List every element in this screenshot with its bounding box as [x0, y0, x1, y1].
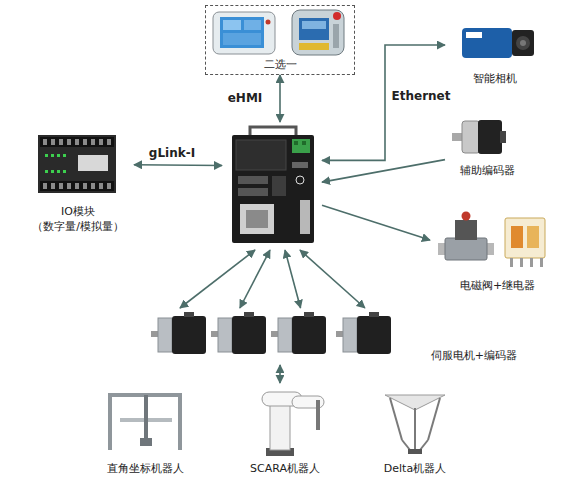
node-caption: 智能相机	[473, 72, 517, 86]
io-module: IO模块（数字量/模拟量）	[22, 128, 134, 236]
robot-unit: 直角坐标机器人	[95, 383, 195, 478]
connector-arrow	[134, 164, 222, 166]
connector-arrow	[322, 160, 445, 183]
camera-picture	[462, 28, 534, 58]
node-caption: （数字量/模拟量）	[32, 220, 124, 234]
valve-relay-unit: 电磁阀+继电器	[430, 205, 565, 295]
io-module-picture	[38, 135, 116, 193]
pendant-group: 二选一	[205, 5, 355, 75]
connector-arrow	[240, 250, 270, 308]
node-caption: 直角坐标机器人	[107, 462, 184, 476]
servo-motor-pictures	[151, 312, 391, 354]
connector-arrow	[285, 250, 301, 308]
encoder-picture	[452, 120, 506, 154]
camera-unit: 智能相机	[445, 18, 545, 88]
handheld-pendant	[292, 10, 344, 55]
connector-arrow	[279, 75, 281, 122]
robot-unit: Delta机器人	[370, 383, 460, 478]
delta-robot-picture	[385, 395, 445, 454]
edge-label: Ethernet	[390, 89, 453, 103]
node-caption: IO模块	[61, 205, 95, 219]
servo-motor-group: 伺服电机+编码器	[148, 308, 520, 365]
node-caption: Delta机器人	[384, 462, 446, 476]
valve-relay-picture	[438, 212, 545, 268]
controller-picture	[232, 127, 314, 243]
robot-unit: SCARA机器人	[240, 383, 330, 478]
tablet-pendant	[213, 12, 275, 54]
node-caption: 电磁阀+继电器	[460, 279, 535, 293]
connector-arrow	[322, 205, 430, 240]
node-caption: 伺服电机+编码器	[431, 349, 517, 363]
encoder-unit: 辅助编码器	[445, 112, 530, 180]
node-caption: 辅助编码器	[460, 164, 515, 178]
controller-unit	[222, 122, 322, 250]
edge-label: gLink-I	[147, 146, 197, 160]
node-caption: 二选一	[264, 58, 297, 72]
connector-arrow	[300, 250, 365, 308]
connector-arrow	[279, 365, 281, 383]
cartesian-robot-picture	[108, 395, 182, 450]
node-caption: SCARA机器人	[250, 462, 320, 476]
scara-robot-picture	[262, 392, 324, 456]
edge-label: eHMI	[226, 91, 265, 105]
